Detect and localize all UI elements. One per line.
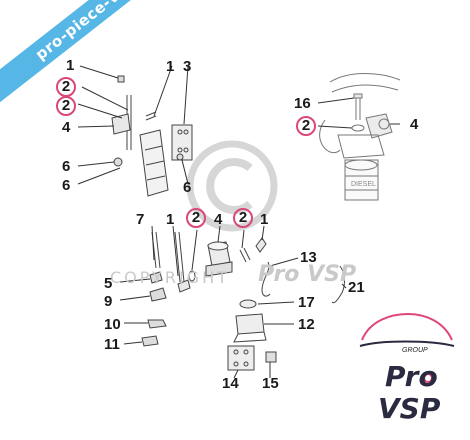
svg-text:DIESEL: DIESEL (351, 181, 376, 188)
logo-pro-text: Pro (385, 360, 438, 393)
callout-12: 12 (298, 316, 315, 333)
callout-2-label: 2 (61, 97, 71, 114)
callout-7: 7 (136, 211, 145, 228)
callout-2-highlighted: 2 (56, 96, 76, 116)
callout-4: 4 (214, 211, 223, 228)
logo-vsp-text: VSP (378, 392, 441, 425)
callout-2-label: 2 (191, 209, 201, 226)
callout-1-top-left: 1 (66, 57, 75, 74)
callout-2-label: 2 (301, 117, 311, 134)
callout-4: 4 (410, 116, 419, 133)
callout-16: 16 (294, 95, 311, 112)
callout-2-highlighted: 2 (296, 116, 316, 136)
callout-21: 21 (348, 279, 365, 296)
callout-11: 11 (104, 336, 120, 353)
callout-2-highlighted: 2 (56, 77, 76, 97)
callout-9: 9 (104, 293, 113, 310)
copyright-watermark-text: COPYRIGHT (110, 268, 230, 287)
callout-3: 3 (183, 58, 192, 75)
pro-vsp-car-logo-icon (359, 312, 455, 383)
callout-2-highlighted: 2 (233, 208, 253, 228)
callout-17: 17 (298, 294, 315, 311)
callout-6: 6 (183, 179, 192, 196)
callout-6: 6 (62, 158, 71, 175)
callout-1: 1 (166, 211, 175, 228)
top-left-assembly (111, 75, 193, 197)
callout-2-highlighted: 2 (186, 208, 206, 228)
callout-4: 4 (62, 119, 71, 136)
bottom-right-parts (227, 261, 345, 371)
top-right-assembly: DIESEL (319, 73, 401, 201)
callout-14: 14 (222, 375, 239, 392)
callout-1: 1 (260, 211, 269, 228)
callout-5: 5 (104, 275, 113, 292)
callout-2-label: 2 (238, 209, 248, 226)
callout-13: 13 (300, 249, 317, 266)
callout-6: 6 (62, 177, 71, 194)
callout-1: 1 (166, 58, 175, 75)
callout-15: 15 (262, 375, 279, 392)
callout-10: 10 (104, 316, 121, 333)
brand-watermark-text: Pro VSP (258, 262, 357, 287)
logo-subtitle: GROUP (402, 347, 428, 354)
callout-2-label: 2 (61, 78, 71, 95)
leader-lines (77, 65, 400, 379)
